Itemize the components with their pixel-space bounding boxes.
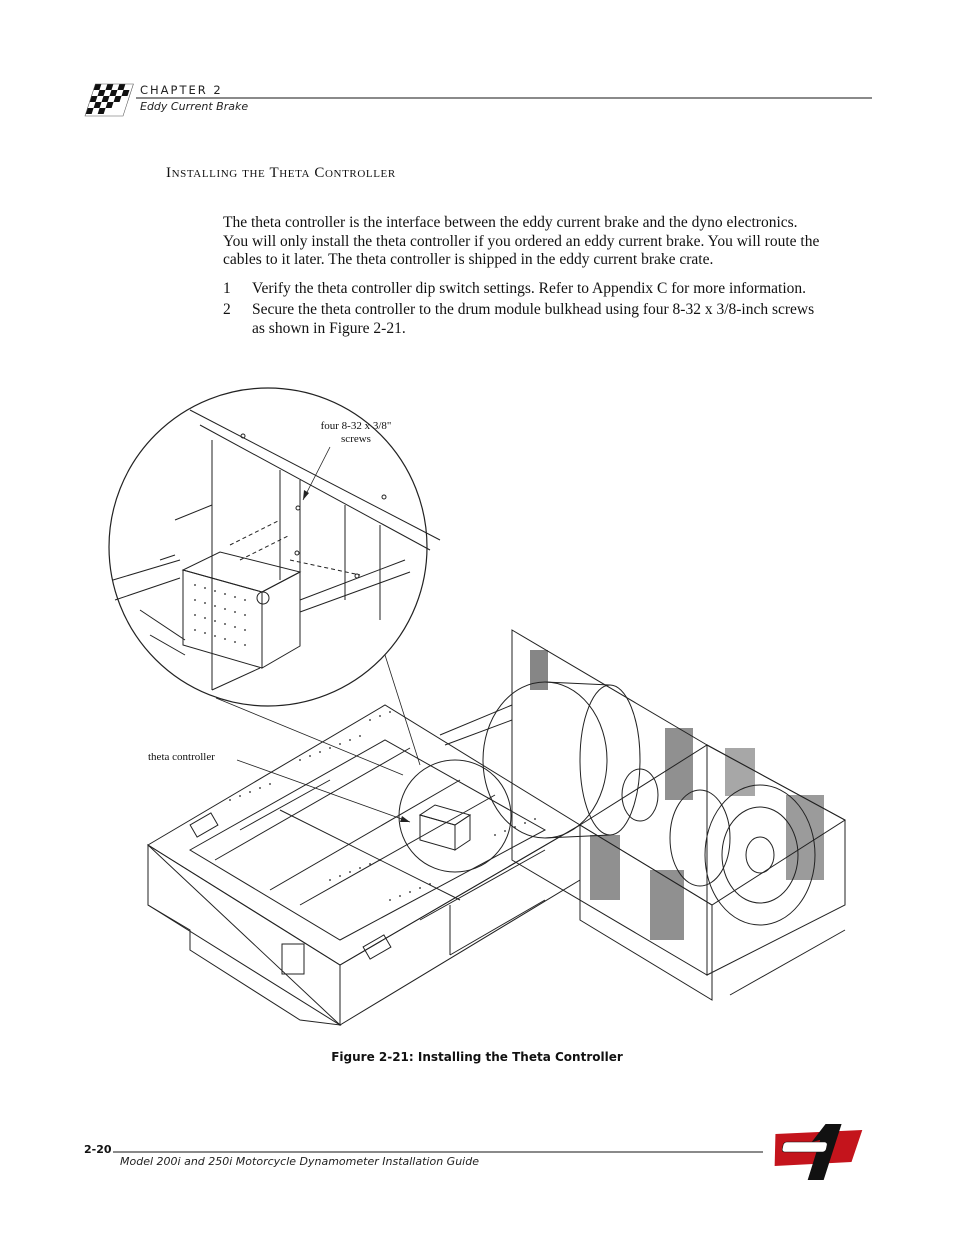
section-heading: Installing the Theta Controller (166, 165, 396, 181)
frame-hole-pattern (229, 711, 536, 901)
detail-magnifier (108, 387, 441, 776)
dynojet-logo (774, 1124, 863, 1180)
theta-controller-detail (181, 551, 302, 669)
section-name: Eddy Current Brake (140, 100, 249, 113)
page-number: 2-20 (84, 1143, 112, 1156)
step-number: 2 (223, 301, 231, 318)
step-text: Verify the theta controller dip switch s… (252, 280, 806, 297)
screws-callout-line2: screws (341, 433, 371, 445)
header-rule (136, 97, 872, 99)
instruction-steps: 1 Verify the theta controller dip switch… (223, 279, 823, 340)
screws-callout-line1: four 8-32 x 3/8" (320, 420, 392, 432)
installation-figure (108, 387, 846, 1026)
theta-controller (418, 804, 472, 851)
theta-controller-callout: theta controller (148, 751, 215, 763)
footer-rule (113, 1151, 763, 1153)
eddy-current-brake (439, 629, 846, 1001)
footer-title: Model 200i and 250i Motorcycle Dynamomet… (120, 1155, 479, 1168)
intro-paragraph: The theta controller is the interface be… (223, 214, 820, 269)
step-item: 2 Secure the theta controller to the dru… (223, 300, 823, 338)
checkered-flag-icon (84, 83, 134, 117)
step-number: 1 (223, 280, 231, 297)
step-text: Secure the theta controller to the drum … (252, 301, 815, 337)
screws-callout: four 8-32 x 3/8" screws (311, 420, 401, 446)
figure-caption: Figure 2-21: Installing the Theta Contro… (331, 1050, 623, 1064)
step-item: 1 Verify the theta controller dip switch… (223, 279, 823, 298)
chapter-label: CHAPTER 2 (140, 83, 223, 97)
